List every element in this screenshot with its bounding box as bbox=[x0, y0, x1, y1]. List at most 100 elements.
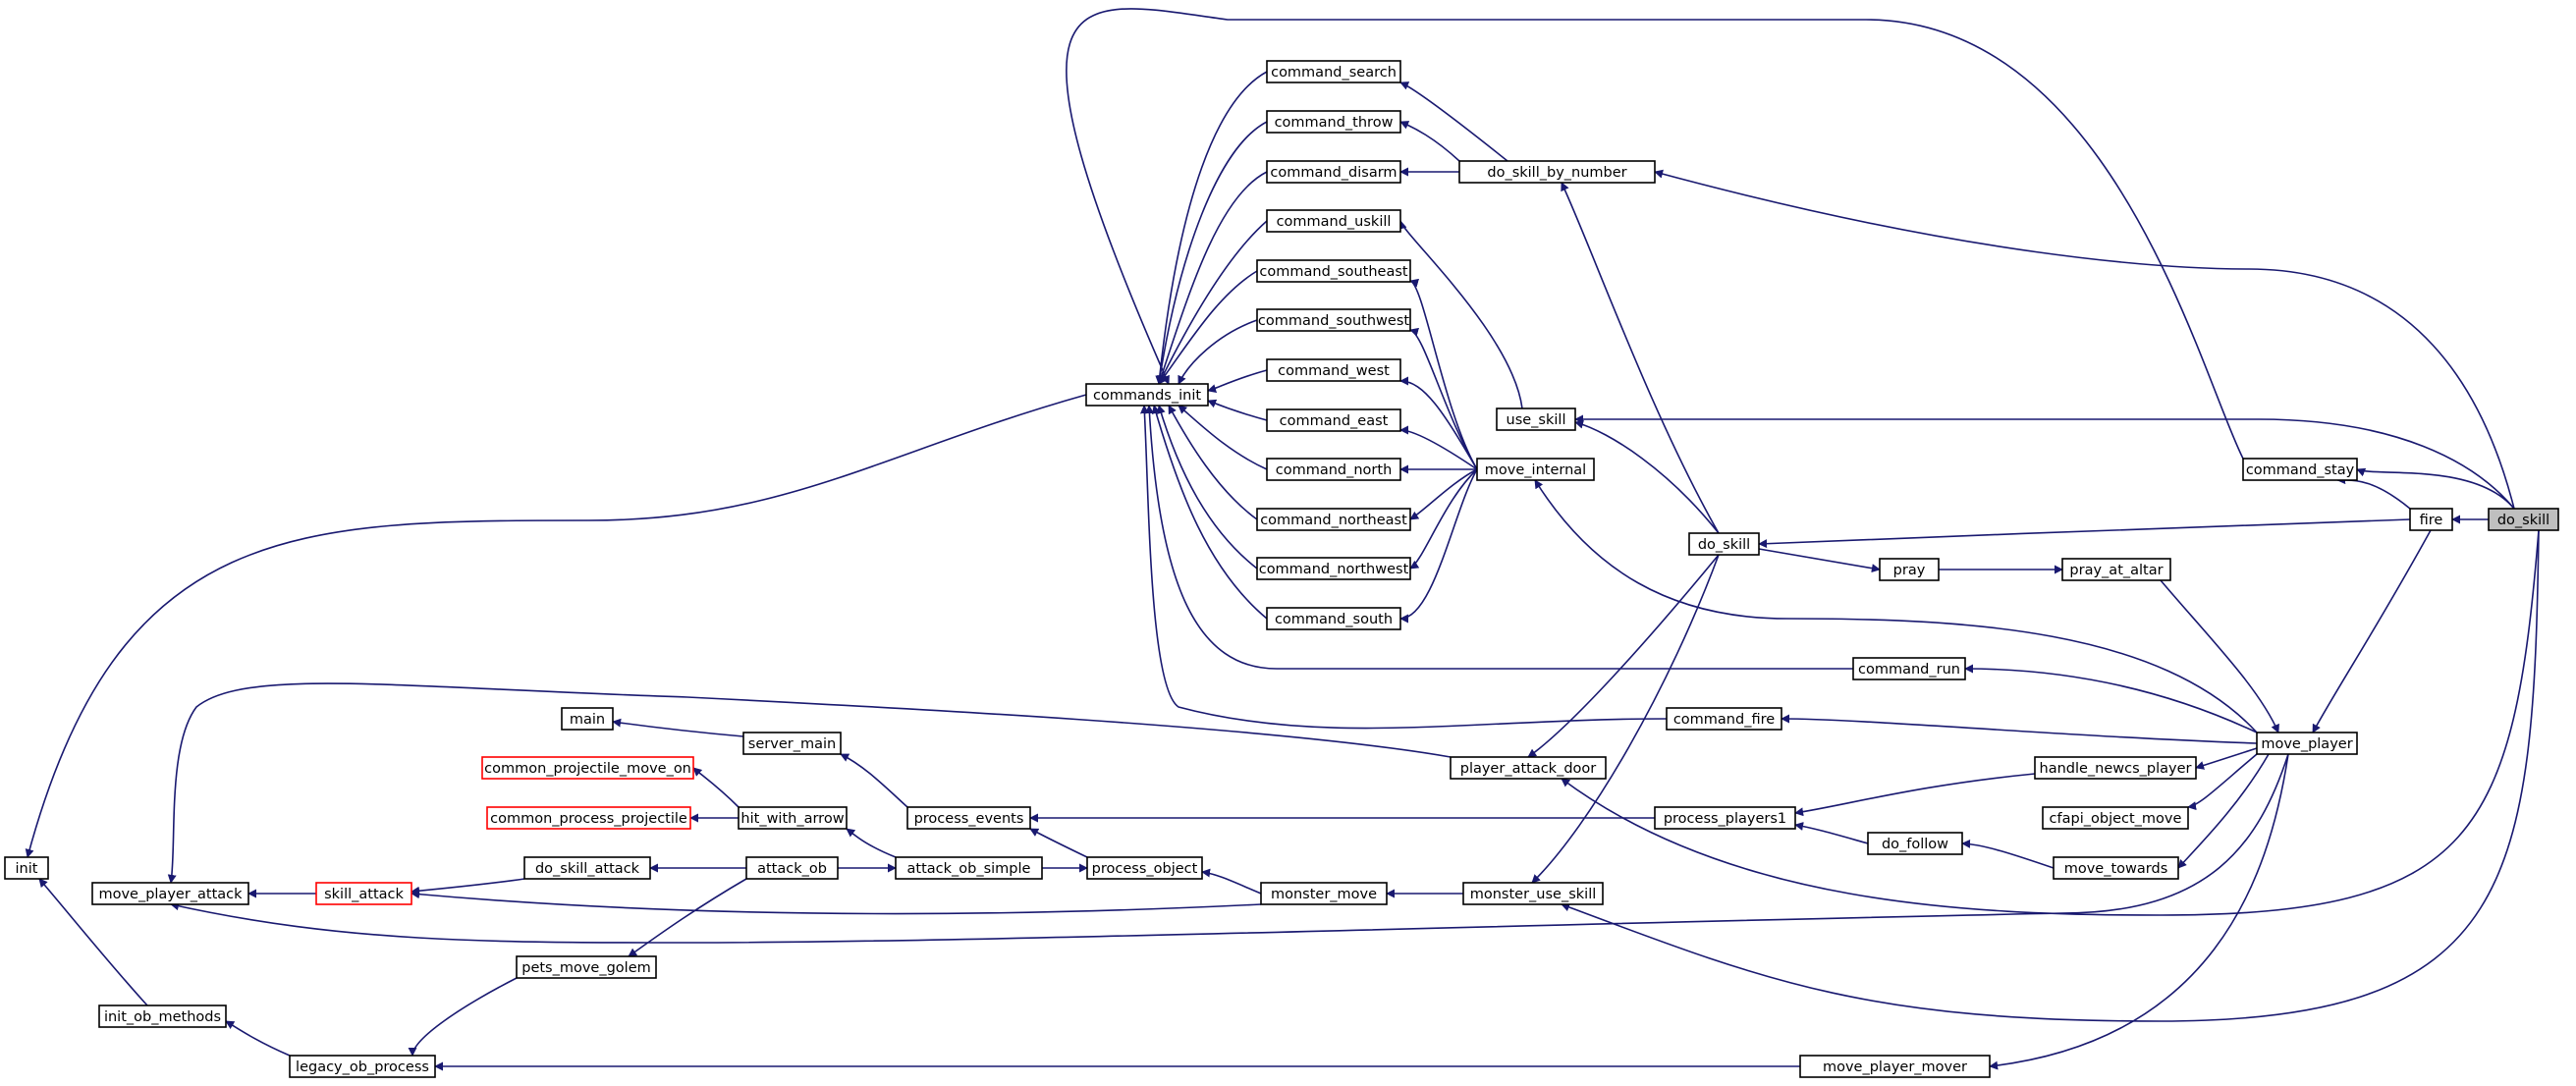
edge-pray-at-altar-to-move-player bbox=[2160, 579, 2279, 733]
node-label: command_disarm bbox=[1270, 165, 1397, 181]
edge-hit-with-arrow-to-common-projectile-move-on bbox=[692, 767, 740, 808]
node-label: command_run bbox=[1858, 662, 1960, 678]
node-command-stay[interactable]: command_stay bbox=[2242, 458, 2358, 481]
node-box bbox=[1256, 308, 1411, 332]
node-attack-ob-simple[interactable]: attack_ob_simple bbox=[895, 856, 1043, 880]
node-command-south[interactable]: command_south bbox=[1266, 607, 1401, 630]
node-pray[interactable]: pray bbox=[1879, 558, 1940, 581]
node-box bbox=[1266, 607, 1401, 630]
node-box bbox=[2256, 732, 2358, 755]
node-command-fire[interactable]: command_fire bbox=[1666, 707, 1782, 731]
edge-move-internal-to-command-northeast bbox=[1409, 468, 1478, 520]
node-label: do_skill_by_number bbox=[1487, 165, 1626, 181]
node-command-run[interactable]: command_run bbox=[1852, 657, 1966, 680]
node-init-ob-methods[interactable]: init_ob_methods bbox=[98, 1005, 227, 1028]
node-label: command_south bbox=[1275, 612, 1393, 627]
node-command-east[interactable]: command_east bbox=[1266, 408, 1401, 432]
node-label: common_process_projectile bbox=[490, 811, 687, 827]
node-box bbox=[745, 856, 839, 880]
node-move-internal[interactable]: move_internal bbox=[1476, 458, 1595, 481]
node-do-skill-by-number[interactable]: do_skill_by_number bbox=[1458, 160, 1656, 184]
node-label: server_main bbox=[748, 736, 836, 752]
node-command-southeast[interactable]: command_southeast bbox=[1256, 259, 1411, 283]
node-box bbox=[1086, 856, 1203, 880]
edge-command-northeast-to-commands-init bbox=[1168, 405, 1258, 520]
node-monster-move[interactable]: monster_move bbox=[1260, 882, 1388, 905]
edge-move-player-to-command-fire bbox=[1781, 714, 2258, 744]
node-box bbox=[1462, 882, 1604, 905]
node-command-northeast[interactable]: command_northeast bbox=[1256, 508, 1411, 531]
node-handle-newcs-player[interactable]: handle_newcs_player bbox=[2034, 756, 2197, 780]
node-monster-use-skill[interactable]: monster_use_skill bbox=[1462, 882, 1604, 905]
node-box bbox=[289, 1055, 436, 1078]
edge-fire-to-command-stay bbox=[2336, 475, 2411, 510]
edge-command-search-to-commands-init bbox=[1155, 71, 1268, 385]
node-label: monster_use_skill bbox=[1470, 887, 1597, 902]
node-process-events[interactable]: process_events bbox=[906, 806, 1031, 830]
node-common-process-projectile[interactable]: common_process_projectile bbox=[486, 806, 691, 830]
node-hit-with-arrow[interactable]: hit_with_arrow bbox=[738, 806, 848, 830]
edge-handle-newcs-player-to-process-players1 bbox=[1794, 773, 2036, 817]
node-label: command_northwest bbox=[1259, 562, 1409, 577]
node-command-southwest[interactable]: command_southwest bbox=[1256, 308, 1411, 332]
node-command-disarm[interactable]: command_disarm bbox=[1266, 160, 1401, 184]
node-box bbox=[1852, 657, 1966, 680]
node-command-throw[interactable]: command_throw bbox=[1266, 110, 1401, 134]
node-label: process_events bbox=[914, 811, 1024, 827]
node-label: command_stay bbox=[2246, 462, 2355, 478]
node-player-attack-door[interactable]: player_attack_door bbox=[1450, 756, 1607, 780]
node-legacy-ob-process[interactable]: legacy_ob_process bbox=[289, 1055, 436, 1078]
node-do-follow[interactable]: do_follow bbox=[1867, 832, 1963, 855]
node-label: move_player_mover bbox=[1823, 1059, 1967, 1075]
node-command-west[interactable]: command_west bbox=[1266, 358, 1401, 382]
node-label: do_skill_attack bbox=[535, 861, 640, 877]
node-skill-attack[interactable]: skill_attack bbox=[315, 882, 412, 905]
node-do-skill[interactable]: do_skill bbox=[1688, 532, 1760, 556]
edge-use-skill-to-command-uskill bbox=[1398, 220, 1523, 409]
node-box bbox=[91, 882, 249, 905]
node-pray-at-altar[interactable]: pray_at_altar bbox=[2061, 558, 2171, 581]
node-box bbox=[1666, 707, 1782, 731]
node-command-uskill[interactable]: command_uskill bbox=[1266, 209, 1401, 233]
edge-do-skill-root-to-command-stay bbox=[2356, 467, 2515, 510]
node-label: main bbox=[570, 712, 605, 728]
edge-move-player-to-move-towards bbox=[2177, 753, 2270, 869]
node-common-projectile-move-on[interactable]: common_projectile_move_on bbox=[481, 756, 694, 780]
node-init[interactable]: init bbox=[4, 856, 49, 880]
node-move-player-mover[interactable]: move_player_mover bbox=[1799, 1055, 1991, 1078]
node-label: process_object bbox=[1092, 861, 1198, 877]
node-command-northwest[interactable]: command_northwest bbox=[1256, 557, 1411, 580]
node-move-player[interactable]: move_player bbox=[2256, 732, 2358, 755]
edge-do-skill-to-use-skill bbox=[1574, 419, 1720, 534]
node-process-players1[interactable]: process_players1 bbox=[1654, 806, 1796, 830]
node-pets-move-golem[interactable]: pets_move_golem bbox=[516, 955, 657, 979]
node-label: fire bbox=[2420, 513, 2443, 528]
node-commands-init[interactable]: commands_init bbox=[1085, 383, 1209, 407]
node-main[interactable]: main bbox=[561, 707, 614, 731]
node-fire[interactable]: fire bbox=[2409, 508, 2453, 531]
edge-command-west-to-commands-init bbox=[1207, 369, 1268, 393]
node-cfapi-object-move[interactable]: cfapi_object_move bbox=[2042, 806, 2189, 830]
node-box bbox=[1476, 458, 1595, 481]
node-command-north[interactable]: command_north bbox=[1266, 458, 1401, 481]
node-label: move_player bbox=[2261, 736, 2352, 752]
edge-init-ob-methods-to-init bbox=[38, 878, 148, 1006]
node-box bbox=[1256, 259, 1411, 283]
node-server-main[interactable]: server_main bbox=[742, 732, 842, 755]
node-box bbox=[1266, 209, 1401, 233]
edge-command-run-to-commands-init bbox=[1144, 405, 1854, 670]
node-box bbox=[895, 856, 1043, 880]
node-move-player-attack[interactable]: move_player_attack bbox=[91, 882, 249, 905]
node-label: common_projectile_move_on bbox=[484, 761, 691, 777]
node-use-skill[interactable]: use_skill bbox=[1496, 407, 1576, 431]
node-box bbox=[98, 1005, 227, 1028]
edge-do-skill-root-to-monster-use-skill bbox=[1561, 529, 2540, 1022]
node-process-object[interactable]: process_object bbox=[1086, 856, 1203, 880]
node-command-search[interactable]: command_search bbox=[1266, 60, 1401, 83]
node-attack-ob[interactable]: attack_ob bbox=[745, 856, 839, 880]
edge-command-uskill-to-commands-init bbox=[1158, 220, 1268, 385]
node-do-skill-root[interactable]: do_skill bbox=[2488, 508, 2559, 531]
node-move-towards[interactable]: move_towards bbox=[2053, 856, 2179, 880]
node-do-skill-attack[interactable]: do_skill_attack bbox=[523, 856, 651, 880]
edge-do-skill-root-to-do-skill-by-number bbox=[1654, 169, 2515, 510]
